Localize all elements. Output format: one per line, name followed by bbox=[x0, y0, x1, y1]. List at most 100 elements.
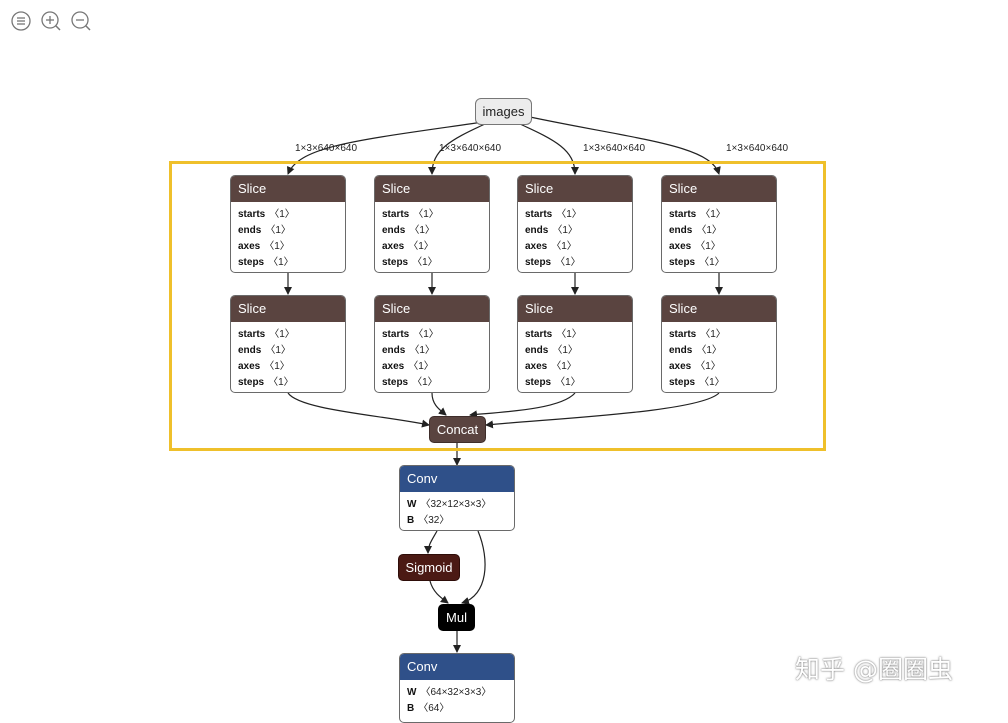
attr-name: axes bbox=[669, 361, 692, 372]
sigmoid-node[interactable]: Sigmoid bbox=[398, 554, 460, 581]
attr-value: 〈1〉 bbox=[409, 225, 435, 236]
edge-slice6-concat bbox=[431, 392, 447, 416]
attr-value: 〈1〉 bbox=[409, 345, 435, 356]
attr-value: 〈1〉 bbox=[265, 345, 291, 356]
attr-name: steps bbox=[525, 377, 552, 388]
conv-node-title: Conv bbox=[400, 466, 514, 492]
attr-value: 〈1〉 bbox=[265, 225, 291, 236]
attr-value: 〈1〉 bbox=[413, 329, 439, 340]
attr-name: axes bbox=[238, 361, 261, 372]
attr-name: ends bbox=[382, 345, 406, 356]
attr-name: axes bbox=[669, 241, 692, 252]
slice-node-title: Slice bbox=[518, 296, 632, 322]
attr-name: ends bbox=[382, 225, 406, 236]
attr-value: 〈1〉 bbox=[268, 377, 294, 388]
attr-value: 〈1〉 bbox=[269, 209, 295, 220]
attr-name: steps bbox=[238, 377, 265, 388]
slice-node[interactable]: Slice starts〈1〉 ends〈1〉 axes〈1〉 steps〈1〉 bbox=[374, 175, 490, 273]
attr-value: 〈1〉 bbox=[700, 209, 726, 220]
edge-label-shape: 1×3×640×640 bbox=[439, 143, 502, 154]
attr-name: starts bbox=[525, 329, 553, 340]
edge-label-shape: 1×3×640×640 bbox=[726, 143, 789, 154]
slice-node[interactable]: Slice starts〈1〉 ends〈1〉 axes〈1〉 steps〈1〉 bbox=[230, 175, 346, 273]
slice-node[interactable]: Slice starts〈1〉 ends〈1〉 axes〈1〉 steps〈1〉 bbox=[517, 295, 633, 393]
attr-value: 〈1〉 bbox=[264, 241, 290, 252]
attr-value: 〈1〉 bbox=[269, 329, 295, 340]
attr-value: 〈1〉 bbox=[264, 361, 290, 372]
attr-name: ends bbox=[669, 225, 693, 236]
attr-name: axes bbox=[238, 241, 261, 252]
attr-value: 〈1〉 bbox=[696, 345, 722, 356]
attr-name: steps bbox=[669, 377, 696, 388]
attr-value: 〈32×12×3×3〉 bbox=[420, 499, 492, 510]
edge-label-shape: 1×3×640×640 bbox=[295, 143, 358, 154]
attr-value: 〈1〉 bbox=[408, 361, 434, 372]
attr-value: 〈1〉 bbox=[408, 241, 434, 252]
conv-node[interactable]: Conv W〈32×12×3×3〉 B〈32〉 bbox=[399, 465, 515, 531]
slice-node[interactable]: Slice starts〈1〉 ends〈1〉 axes〈1〉 steps〈1〉 bbox=[661, 295, 777, 393]
attr-name: starts bbox=[525, 209, 553, 220]
attr-name: axes bbox=[382, 361, 405, 372]
concat-node[interactable]: Concat bbox=[429, 416, 486, 443]
attr-value: 〈64×32×3×3〉 bbox=[420, 687, 492, 698]
attr-name: axes bbox=[382, 241, 405, 252]
edge-slice7-concat bbox=[469, 392, 576, 419]
slice-node[interactable]: Slice starts〈1〉 ends〈1〉 axes〈1〉 steps〈1〉 bbox=[517, 175, 633, 273]
attr-value: 〈1〉 bbox=[695, 361, 721, 372]
conv-node[interactable]: Conv W〈64×32×3×3〉 B〈64〉 bbox=[399, 653, 515, 723]
attr-value: 〈1〉 bbox=[700, 329, 726, 340]
input-node-label: images bbox=[482, 104, 525, 119]
slice-node-title: Slice bbox=[662, 296, 776, 322]
edge-conv-sigmoid bbox=[424, 530, 438, 554]
edge-images-slice3 bbox=[519, 123, 579, 175]
sigmoid-node-label: Sigmoid bbox=[405, 560, 453, 575]
mul-node[interactable]: Mul bbox=[438, 604, 475, 631]
attr-value: 〈1〉 bbox=[552, 225, 578, 236]
attr-value: 〈1〉 bbox=[552, 345, 578, 356]
slice-node[interactable]: Slice starts〈1〉 ends〈1〉 axes〈1〉 steps〈1〉 bbox=[230, 295, 346, 393]
edge-label-shape: 1×3×640×640 bbox=[583, 143, 646, 154]
attr-value: 〈1〉 bbox=[268, 257, 294, 268]
attr-value: 〈1〉 bbox=[699, 257, 725, 268]
attr-name: steps bbox=[382, 257, 409, 268]
attr-name: steps bbox=[238, 257, 265, 268]
attr-name: ends bbox=[525, 345, 549, 356]
slice-node-title: Slice bbox=[375, 176, 489, 202]
sidebar-menu-icon[interactable] bbox=[10, 10, 32, 32]
attr-name: ends bbox=[238, 345, 262, 356]
slice-node[interactable]: Slice starts〈1〉 ends〈1〉 axes〈1〉 steps〈1〉 bbox=[374, 295, 490, 393]
zoom-in-icon[interactable] bbox=[40, 10, 62, 32]
slice-node-title: Slice bbox=[518, 176, 632, 202]
attr-value: 〈1〉 bbox=[412, 377, 438, 388]
attr-value: 〈1〉 bbox=[699, 377, 725, 388]
toolbar bbox=[10, 10, 92, 36]
attr-name: starts bbox=[669, 329, 697, 340]
attr-name: ends bbox=[669, 345, 693, 356]
attr-name: starts bbox=[669, 209, 697, 220]
attr-value: 〈1〉 bbox=[695, 241, 721, 252]
attr-name: steps bbox=[525, 257, 552, 268]
attr-name: W bbox=[407, 687, 417, 698]
slice-node[interactable]: Slice starts〈1〉 ends〈1〉 axes〈1〉 steps〈1〉 bbox=[661, 175, 777, 273]
slice-node-title: Slice bbox=[662, 176, 776, 202]
mul-node-label: Mul bbox=[446, 610, 467, 625]
zoom-out-icon[interactable] bbox=[70, 10, 92, 32]
attr-name: ends bbox=[525, 225, 549, 236]
attr-value: 〈1〉 bbox=[413, 209, 439, 220]
slice-node-title: Slice bbox=[231, 176, 345, 202]
attr-value: 〈1〉 bbox=[696, 225, 722, 236]
attr-name: steps bbox=[669, 257, 696, 268]
attr-value: 〈32〉 bbox=[418, 515, 450, 526]
slice-node-title: Slice bbox=[231, 296, 345, 322]
attr-value: 〈1〉 bbox=[555, 377, 581, 388]
attr-name: W bbox=[407, 499, 417, 510]
edge-sigmoid-mul bbox=[429, 580, 449, 604]
attr-value: 〈1〉 bbox=[412, 257, 438, 268]
attr-name: B bbox=[407, 515, 415, 526]
input-node-images[interactable]: images bbox=[475, 98, 532, 125]
attr-name: starts bbox=[382, 209, 410, 220]
edge-slice5-concat bbox=[287, 392, 430, 428]
edge-conv-mul bbox=[461, 530, 486, 605]
attr-name: starts bbox=[382, 329, 410, 340]
attr-name: ends bbox=[238, 225, 262, 236]
